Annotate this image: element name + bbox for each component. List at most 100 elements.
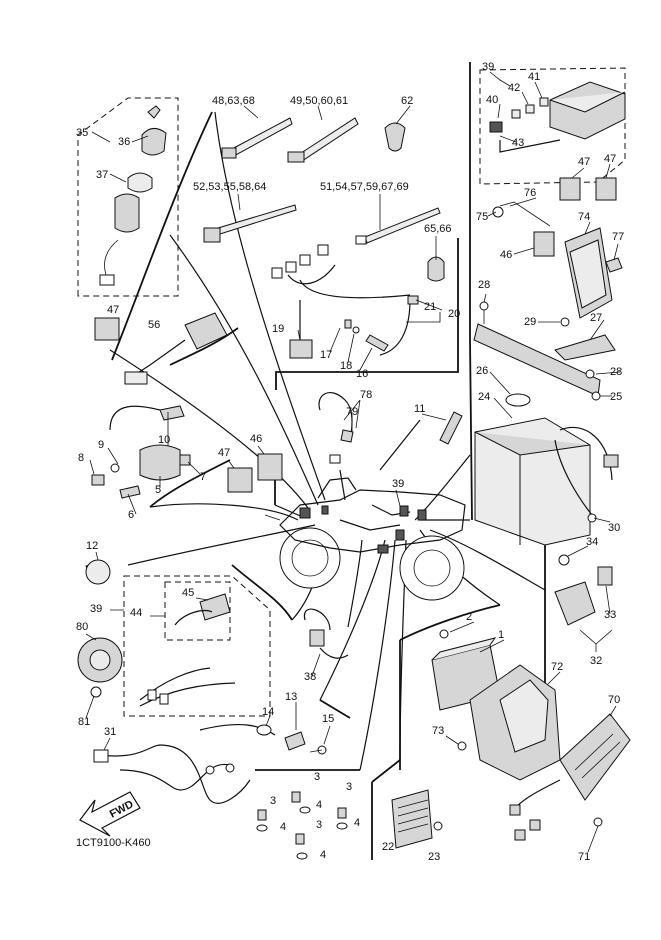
label-78: 78	[360, 389, 372, 401]
atv-vehicle-outline	[264, 477, 466, 601]
label-18: 18	[340, 360, 352, 372]
label-29: 29	[524, 316, 536, 328]
fuse-box-group	[479, 67, 626, 201]
label-9: 9	[98, 439, 104, 451]
label-39-a: 39	[482, 61, 494, 73]
label-4-d: 4	[320, 849, 326, 861]
thermo-sensor-group	[199, 724, 327, 755]
label-77: 77	[612, 231, 624, 243]
label-11: 11	[414, 403, 425, 415]
label-47-a: 47	[107, 304, 119, 316]
label-47-b: 47	[578, 156, 590, 168]
label-14: 14	[262, 706, 274, 718]
label-73: 73	[432, 725, 444, 737]
cable-ties-group	[203, 117, 445, 282]
label-2: 2	[466, 611, 472, 623]
label-43: 43	[512, 137, 524, 149]
label-46-a: 46	[500, 249, 512, 261]
label-23: 23	[428, 851, 440, 863]
regulator-group	[509, 713, 631, 841]
label-ties-d: 51,54,57,59,67,69	[320, 181, 409, 193]
label-5: 5	[155, 484, 161, 496]
label-41: 41	[528, 71, 540, 83]
label-47-d: 47	[218, 447, 230, 459]
label-19: 19	[272, 323, 284, 335]
label-35: 35	[76, 127, 88, 139]
label-38: 38	[304, 671, 316, 683]
label-ties-b: 49,50,60,61	[290, 95, 348, 107]
label-74: 74	[578, 211, 590, 223]
label-70: 70	[608, 694, 620, 706]
label-25: 25	[610, 391, 622, 403]
label-27: 27	[590, 312, 602, 324]
label-65-66: 65,66	[424, 223, 452, 235]
label-34: 34	[586, 536, 598, 548]
label-22: 22	[382, 841, 394, 853]
label-6: 6	[128, 509, 134, 521]
label-75: 75	[476, 211, 488, 223]
label-7: 7	[200, 471, 206, 483]
label-30: 30	[608, 522, 620, 534]
relay-bracket-group	[492, 201, 623, 319]
battery-bracket-group	[473, 301, 616, 401]
rectifier-group	[391, 789, 443, 849]
label-42: 42	[508, 82, 520, 94]
label-3-a: 3	[314, 771, 320, 783]
spark-plug-group	[318, 392, 463, 464]
label-56: 56	[148, 319, 160, 331]
label-15: 15	[322, 713, 334, 725]
label-76: 76	[524, 187, 536, 199]
main-switch-group	[77, 97, 179, 341]
cdi-bracket-group	[457, 664, 561, 781]
label-62: 62	[401, 95, 413, 107]
label-37: 37	[96, 169, 108, 181]
label-17: 17	[320, 349, 332, 361]
sub-harness-group	[271, 244, 419, 359]
label-leaders	[85, 71, 621, 853]
label-72: 72	[551, 661, 563, 673]
label-39-c: 39	[90, 603, 102, 615]
relay-pair-group	[227, 453, 283, 493]
label-81: 81	[78, 716, 90, 728]
label-1: 1	[498, 629, 504, 641]
forward-direction-arrow: FWD	[79, 791, 141, 837]
label-4-b: 4	[280, 821, 286, 833]
callout-labels: 35 36 37 47 56 48,63,68 49,50,60,61 62 5…	[76, 61, 624, 863]
ignition-coil-group	[91, 405, 191, 499]
label-39-b: 39	[392, 478, 404, 490]
label-26: 26	[476, 365, 488, 377]
diagram-code: 1CT9100-K460	[76, 837, 151, 849]
label-16: 16	[356, 368, 368, 380]
horn-group	[77, 637, 123, 698]
label-46-b: 46	[250, 433, 262, 445]
main-harness-lower	[93, 744, 251, 804]
label-10: 10	[158, 434, 170, 446]
coil-plug-group	[124, 312, 228, 385]
starter-relay-group	[554, 554, 613, 626]
label-33: 33	[604, 609, 616, 621]
label-ties-c: 52,53,55,58,64	[193, 181, 266, 193]
harness-leader-lines	[109, 111, 546, 771]
label-32: 32	[590, 655, 602, 667]
wire-harness-sub-group	[123, 575, 271, 717]
label-28-a: 28	[478, 279, 490, 291]
label-80: 80	[76, 621, 88, 633]
label-24: 24	[478, 391, 490, 403]
label-3-d: 3	[316, 819, 322, 831]
label-3-c: 3	[346, 781, 352, 793]
neutral-switch-group	[85, 559, 111, 585]
label-71: 71	[578, 851, 590, 863]
label-45: 45	[182, 587, 194, 599]
bolt-cluster-group	[256, 791, 348, 860]
label-20: 20	[448, 308, 460, 320]
label-8: 8	[78, 452, 84, 464]
label-47-c: 47	[604, 153, 616, 165]
label-44: 44	[130, 607, 142, 619]
label-4-a: 4	[316, 799, 322, 811]
label-40: 40	[486, 94, 498, 106]
battery-group	[474, 393, 619, 546]
label-13: 13	[285, 691, 297, 703]
label-36: 36	[118, 136, 130, 148]
